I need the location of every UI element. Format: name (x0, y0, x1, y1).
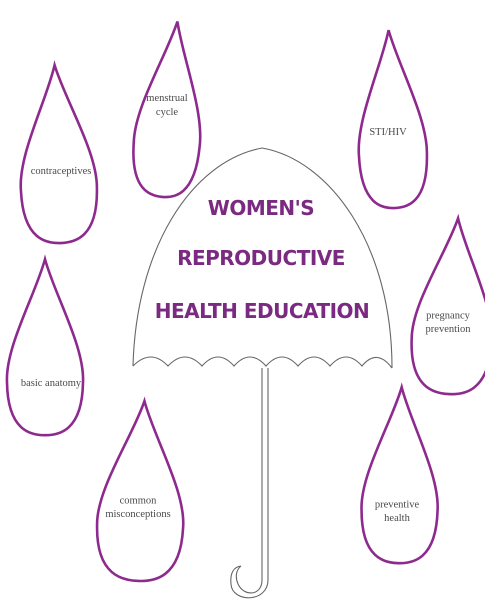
raindrop-shape (361, 387, 440, 564)
raindrop-shape (355, 29, 429, 209)
raindrop-label: STI/HIV (369, 127, 407, 138)
raindrop-basic-anatomy: basic anatomy (7, 259, 83, 435)
title-line-3: HEALTH EDUCATION (155, 299, 370, 323)
raindrop-pregnancy-prevention: pregnancy prevention (409, 216, 485, 396)
title-line-2: REPRODUCTIVE (177, 246, 345, 270)
raindrop-label-line: pregnancy (426, 310, 470, 321)
raindrop-label-line: misconceptions (105, 509, 170, 520)
raindrop-label-line: common (120, 495, 157, 506)
raindrop-contraceptives: contraceptives (17, 64, 99, 245)
raindrop-common-misconceptions: common misconceptions (95, 400, 187, 583)
title-line-1: WOMEN'S (208, 196, 314, 220)
diagram-title: WOMEN'S REPRODUCTIVE HEALTH EDUCATION (155, 196, 370, 323)
raindrop-label: contraceptives (31, 166, 92, 177)
raindrop-label-line: STI/HIV (369, 127, 407, 138)
raindrop-preventive-health: preventive health (361, 387, 440, 564)
raindrop-label-line: preventive (375, 499, 420, 510)
raindrop-shape (95, 400, 187, 583)
umbrella-shaft (262, 368, 268, 580)
raindrop-shape (17, 64, 99, 245)
raindrop-label-line: menstrual (146, 93, 187, 104)
raindrop-label-line: health (384, 513, 410, 524)
raindrop-shape (409, 216, 485, 396)
raindrop-shape (7, 259, 83, 435)
raindrop-label-line: cycle (156, 107, 178, 118)
raindrop-label: basic anatomy (21, 378, 82, 389)
raindrop-menstrual-cycle: menstrual cycle (129, 19, 210, 200)
raindrop-sti-hiv: STI/HIV (355, 29, 429, 209)
umbrella-scallops (133, 357, 392, 368)
raindrop-label-line: prevention (426, 324, 472, 335)
raindrop-label-line: basic anatomy (21, 378, 82, 389)
raindrop-label-line: contraceptives (31, 166, 92, 177)
